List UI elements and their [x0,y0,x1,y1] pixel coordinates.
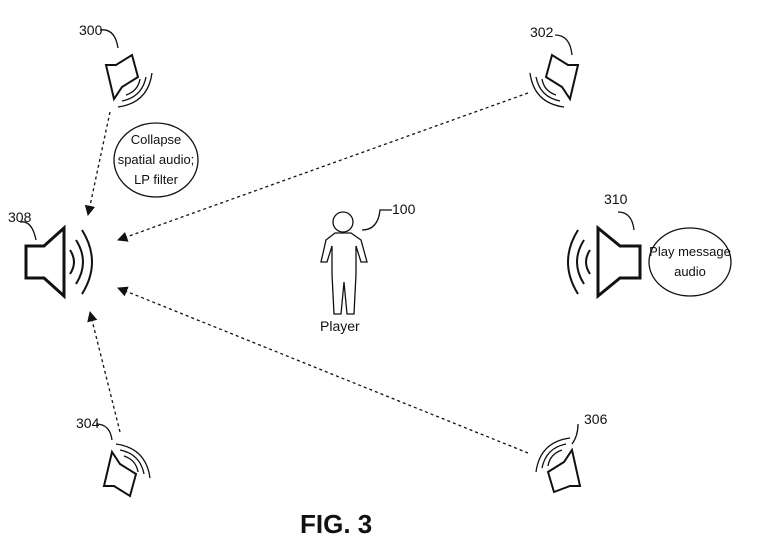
leader-line [554,34,573,56]
speaker-306: 306 [535,411,608,494]
leader-line [99,29,119,49]
play-line-2: audio [674,264,706,279]
collapse-line-3: LP filter [134,172,179,187]
person-icon [320,211,368,315]
arrow-302-to-308 [117,92,529,242]
speaker-302: 302 [529,24,580,108]
arrow-300-to-308 [84,111,111,217]
arrows [84,92,529,454]
speaker-310: 310 [567,191,642,300]
ref-label-300: 300 [79,22,103,38]
ref-label-302: 302 [530,24,554,40]
collapse-bubble: Collapse spatial audio; LP filter [113,122,199,198]
speaker-304: 304 [76,415,151,498]
speaker-300: 300 [79,22,153,108]
collapse-line-2: spatial audio; [118,152,195,167]
leader-line [361,209,392,231]
play-line-1: Play message [649,244,731,259]
speaker-308: 308 [8,209,93,300]
arrow-304-to-308 [87,310,121,433]
leader-line [617,211,635,231]
muted-speaker-icon [102,443,151,498]
ref-label-308: 308 [8,209,32,225]
speaker-icon [24,224,93,300]
ref-label-306: 306 [584,411,608,427]
figure-caption: FIG. 3 [300,509,372,539]
muted-speaker-icon [529,53,580,108]
player: 100 Player [320,201,416,334]
muted-speaker-icon [104,53,153,108]
ref-label-100: 100 [392,201,416,217]
leader-line [95,423,113,441]
leader-line [571,423,579,445]
ref-label-304: 304 [76,415,100,431]
collapse-line-1: Collapse [131,132,182,147]
muted-speaker-icon [535,437,582,494]
speaker-icon [567,224,642,300]
ref-label-310: 310 [604,191,628,207]
arrow-306-to-308 [117,286,529,454]
leader-line [19,221,37,241]
play-bubble: Play message audio [648,227,732,297]
player-caption: Player [320,318,360,334]
